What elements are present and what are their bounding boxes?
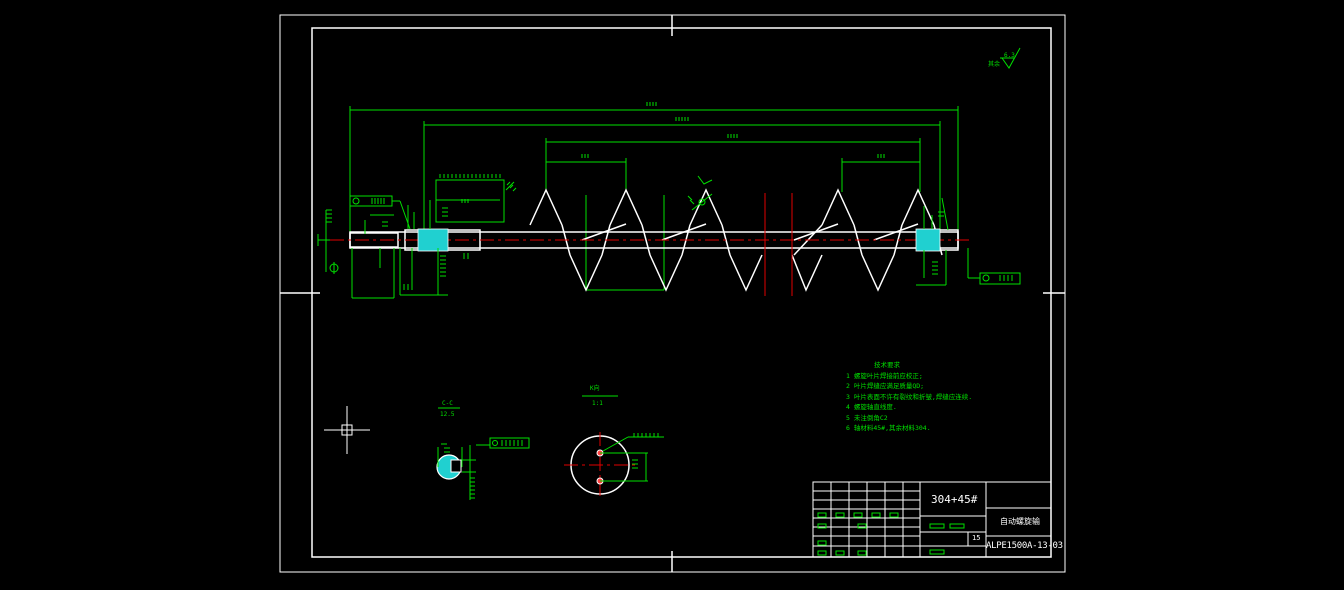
right-end-details bbox=[916, 197, 1021, 286]
title-block-cell-mark bbox=[929, 549, 945, 555]
inner-border bbox=[311, 27, 1052, 558]
view-k-scale: 1:1 bbox=[592, 400, 603, 407]
tech-req-item: 4 螺旋轴直线度. bbox=[846, 403, 897, 411]
section-c-label: C-C bbox=[442, 400, 453, 407]
title-block-cell-mark bbox=[817, 540, 827, 546]
tech-req-heading: 技术要求 bbox=[874, 361, 900, 369]
right-bearing-hatch bbox=[915, 228, 941, 252]
tech-req-item: 5 未注倒角C2 bbox=[846, 413, 888, 422]
overall-dimensions bbox=[349, 102, 959, 291]
screw-main-view bbox=[317, 102, 1021, 299]
section-c-scale: 12.5 bbox=[440, 411, 455, 418]
title-block-part-name: 自动螺旋输 bbox=[1000, 517, 1040, 526]
technical-requirements: 技术要求 1 螺旋叶片焊接前应校正; 2 叶片焊缝应满足质量QD; 3 叶片表面… bbox=[846, 360, 976, 434]
tech-req-item: 2 叶片焊缝应满足质量QD; bbox=[846, 382, 925, 390]
title-block-drawing-number: ALPE1500A-13-03 bbox=[986, 541, 1063, 551]
title-block-cell-mark bbox=[817, 512, 827, 518]
title-block bbox=[812, 481, 1052, 558]
section-c-view: C-C 12.5 bbox=[436, 400, 530, 500]
title-block-cell-mark bbox=[817, 523, 827, 529]
section-marker-c bbox=[687, 175, 713, 211]
title-block-cell-mark bbox=[929, 523, 945, 529]
left-end-details bbox=[317, 174, 517, 299]
title-block-cell-mark bbox=[817, 550, 827, 556]
title-block-cell-mark bbox=[853, 512, 863, 518]
surface-roughness-symbol: 其余 6.3 bbox=[988, 47, 1021, 69]
roughness-prefix: 其余 bbox=[988, 60, 1000, 68]
title-block-cell-mark bbox=[857, 550, 867, 556]
title-block-cell-mark bbox=[857, 523, 867, 529]
cursor-crosshair bbox=[324, 406, 370, 454]
title-block-cell-mark bbox=[889, 512, 899, 518]
view-k: K向 1:1 bbox=[564, 384, 664, 498]
title-block-cell-mark bbox=[871, 512, 881, 518]
title-block-material: 304+45# bbox=[931, 493, 978, 506]
centering-marks bbox=[280, 15, 1065, 572]
roughness-value: 6.3 bbox=[1004, 52, 1015, 59]
outer-frame bbox=[279, 14, 1066, 573]
title-block-cell-mark bbox=[835, 550, 845, 556]
left-bearing-hatch bbox=[417, 228, 449, 252]
tech-req-item: 3 叶片表面不许有裂纹和折皱,焊缝应连续. bbox=[846, 392, 973, 401]
tech-req-item: 6 轴材料45#,其余材料304. bbox=[846, 424, 931, 432]
view-k-label: K向 bbox=[590, 384, 600, 392]
tech-req-item: 1 螺旋叶片焊接前应校正; bbox=[846, 371, 923, 380]
title-block-cell-mark bbox=[949, 523, 965, 529]
title-block-cell-mark bbox=[835, 512, 845, 518]
break-lines bbox=[764, 193, 793, 296]
title-block-sheet-number: 15 bbox=[972, 534, 981, 542]
